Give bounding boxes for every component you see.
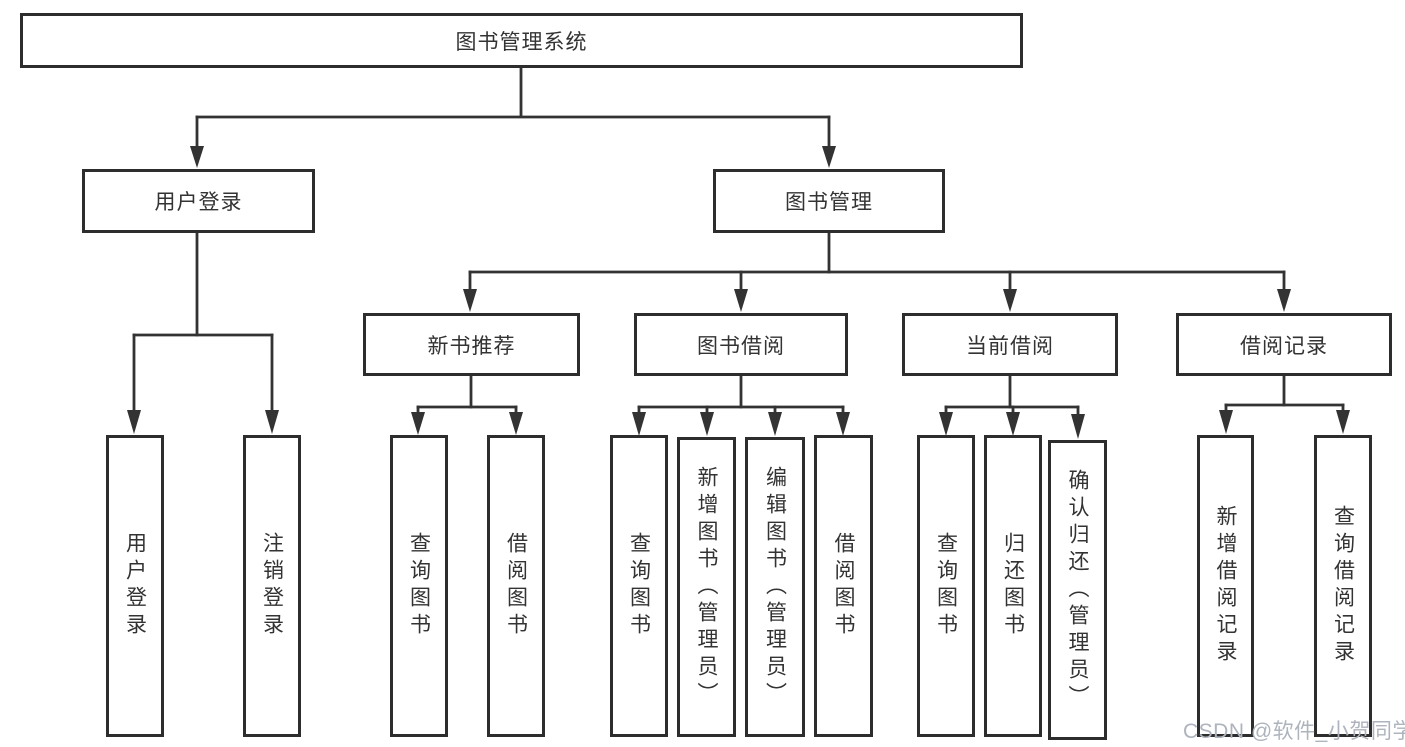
node-borrowing-records: 借阅记录 (1176, 313, 1392, 376)
leaf-user-login-label: 用户登录 (123, 532, 147, 640)
leaf-add-borrow-record: 新增借阅记录 (1197, 435, 1254, 737)
leaf-query-borrow-record: 查询借阅记录 (1314, 435, 1372, 737)
csdn-watermark: CSDN @软件_小贺同学 (1183, 720, 1405, 743)
connector-new-book-children (411, 376, 523, 435)
node-new-book-recommendation-label: 新书推荐 (427, 334, 516, 358)
leaf-borrow-books: 借阅图书 (814, 435, 873, 737)
leaf-user-login: 用户登录 (106, 435, 164, 737)
connector-borrowing-records-children (1219, 376, 1350, 434)
connector-book-management-children (463, 233, 1291, 312)
leaf-query-books-borrowing-label: 查询图书 (627, 532, 651, 640)
node-book-borrowing: 图书借阅 (634, 313, 848, 376)
leaf-borrow-books-recommend: 借阅图书 (487, 435, 545, 737)
leaf-confirm-return-admin-label: 确认归还（管理员） (1066, 468, 1089, 712)
connector-book-borrowing-children (632, 376, 850, 436)
leaf-query-books-recommend: 查询图书 (390, 435, 448, 737)
leaf-confirm-return-admin: 确认归还（管理员） (1048, 440, 1107, 740)
node-borrowing-records-label: 借阅记录 (1240, 334, 1328, 358)
node-user-login: 用户登录 (82, 169, 315, 233)
leaf-add-books-admin: 新增图书（管理员） (677, 437, 736, 737)
leaf-add-borrow-record-label: 新增借阅记录 (1214, 505, 1237, 667)
node-book-management: 图书管理 (713, 169, 945, 233)
node-current-borrowing-label: 当前借阅 (966, 334, 1054, 358)
leaf-return-books-label: 归还图书 (1001, 532, 1025, 640)
leaf-query-books-recommend-label: 查询图书 (407, 532, 431, 640)
connector-user-login-children (127, 233, 279, 434)
leaf-logout-login: 注销登录 (243, 435, 301, 737)
node-root-label: 图书管理系统 (455, 30, 588, 54)
leaf-query-books-current-label: 查询图书 (934, 532, 958, 640)
leaf-return-books: 归还图书 (984, 435, 1042, 737)
node-book-management-label: 图书管理 (785, 191, 873, 214)
connector-root-to-level2 (190, 68, 836, 168)
leaf-query-borrow-record-label: 查询借阅记录 (1331, 505, 1355, 667)
node-new-book-recommendation: 新书推荐 (363, 313, 580, 376)
leaf-query-books-current: 查询图书 (917, 435, 975, 737)
node-book-borrowing-label: 图书借阅 (697, 334, 785, 358)
leaf-logout-login-label: 注销登录 (260, 532, 284, 640)
leaf-query-books-borrowing: 查询图书 (610, 435, 668, 737)
connector-current-borrowing-children (939, 376, 1085, 439)
leaf-add-books-admin-label: 新增图书（管理员） (695, 465, 718, 709)
node-root: 图书管理系统 (20, 13, 1023, 68)
leaf-borrow-books-label: 借阅图书 (832, 532, 855, 640)
leaf-edit-books-admin-label: 编辑图书（管理员） (763, 465, 787, 709)
leaf-edit-books-admin: 编辑图书（管理员） (745, 437, 805, 737)
node-current-borrowing: 当前借阅 (902, 313, 1118, 376)
leaf-borrow-books-recommend-label: 借阅图书 (504, 532, 528, 640)
node-user-login-label: 用户登录 (154, 191, 243, 214)
